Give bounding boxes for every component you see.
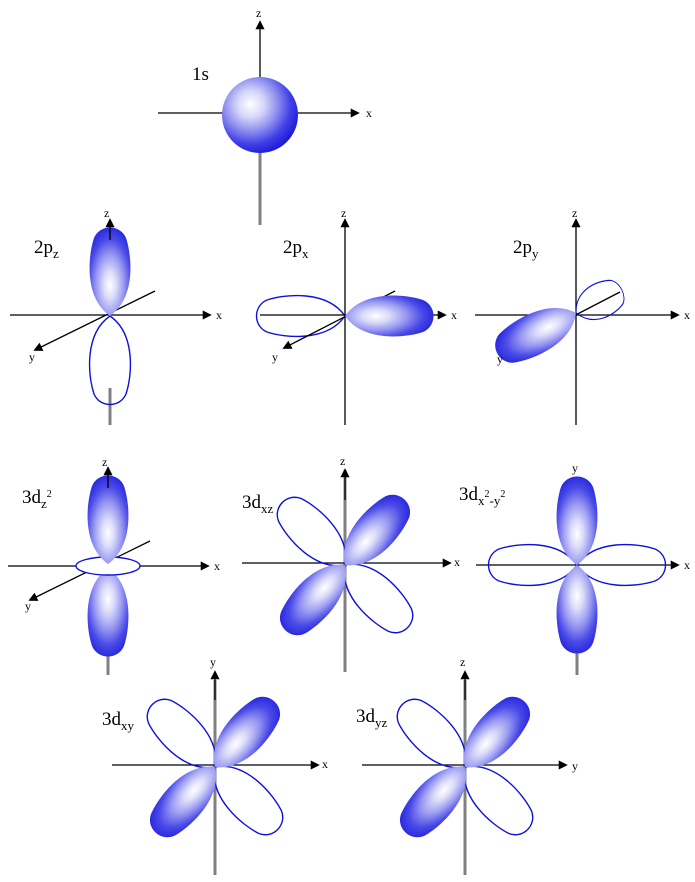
x-axis-label: x — [684, 308, 690, 322]
orbital-label-3dz2: 3dz2 — [22, 487, 52, 511]
z-axis-label: z — [102, 455, 107, 469]
y-axis-label: y — [25, 599, 31, 613]
orbital-2pz: z x y 2pz — [10, 206, 222, 425]
orbital-3dz2: z x y 3dz2 — [8, 455, 220, 675]
1s-sphere — [222, 77, 298, 153]
2py-lobe-back — [567, 273, 631, 330]
3dz2-lobe-lower — [87, 568, 129, 657]
orbital-label-2py: 2py — [513, 237, 539, 261]
orbital-2py: z x y 2py — [475, 206, 690, 425]
orbital-3dx2-y2: y x 3dx2-y2 — [459, 461, 690, 675]
x-axis-label: x — [214, 559, 220, 573]
y-axis-label: y — [572, 461, 578, 475]
2px-lobe-left — [255, 294, 346, 338]
orbital-3dyz: z y 3dyz — [356, 655, 578, 875]
y-axis — [33, 290, 156, 351]
2px-lobe-right — [345, 295, 434, 337]
y-axis-label: y — [497, 352, 503, 366]
z-axis-label: z — [460, 655, 465, 669]
x-axis-label: x — [451, 308, 457, 322]
3dz2-lobe-upper — [87, 475, 129, 564]
z-axis-label: z — [256, 6, 261, 20]
orbital-label-3dxz: 3dxz — [242, 492, 274, 516]
z-axis-label: z — [572, 206, 577, 220]
x-axis-label: x — [216, 308, 222, 322]
2pz-lobe-upper — [89, 227, 131, 316]
x-axis-label: x — [366, 106, 372, 120]
orbital-label-1s: 1s — [192, 64, 209, 85]
y-axis-label: y — [272, 350, 278, 364]
orbital-1s: z x 1s — [158, 6, 372, 225]
orbital-label-2pz: 2pz — [34, 237, 59, 261]
x-axis-label: x — [322, 757, 328, 771]
orbital-2px: z x y 2px — [255, 206, 457, 425]
y-axis-label: y — [572, 759, 578, 773]
orbital-3dxz: z x 3dxz — [242, 454, 460, 672]
orbital-label-3dyz: 3dyz — [356, 706, 388, 730]
orbital-label-3dx2-y2: 3dx2-y2 — [459, 484, 505, 508]
orbital-label-2px: 2px — [283, 237, 309, 261]
y-axis-label: y — [29, 350, 35, 364]
x-axis-label: x — [684, 558, 690, 572]
z-axis-label: z — [340, 454, 345, 468]
orbital-3dxy: y x 3dxy — [102, 655, 328, 875]
z-axis-label: z — [104, 206, 109, 220]
x-axis-label: x — [454, 555, 460, 569]
y-axis-label: y — [210, 655, 216, 669]
orbital-label-3dxy: 3dxy — [102, 709, 135, 733]
z-axis-label: z — [341, 206, 346, 220]
